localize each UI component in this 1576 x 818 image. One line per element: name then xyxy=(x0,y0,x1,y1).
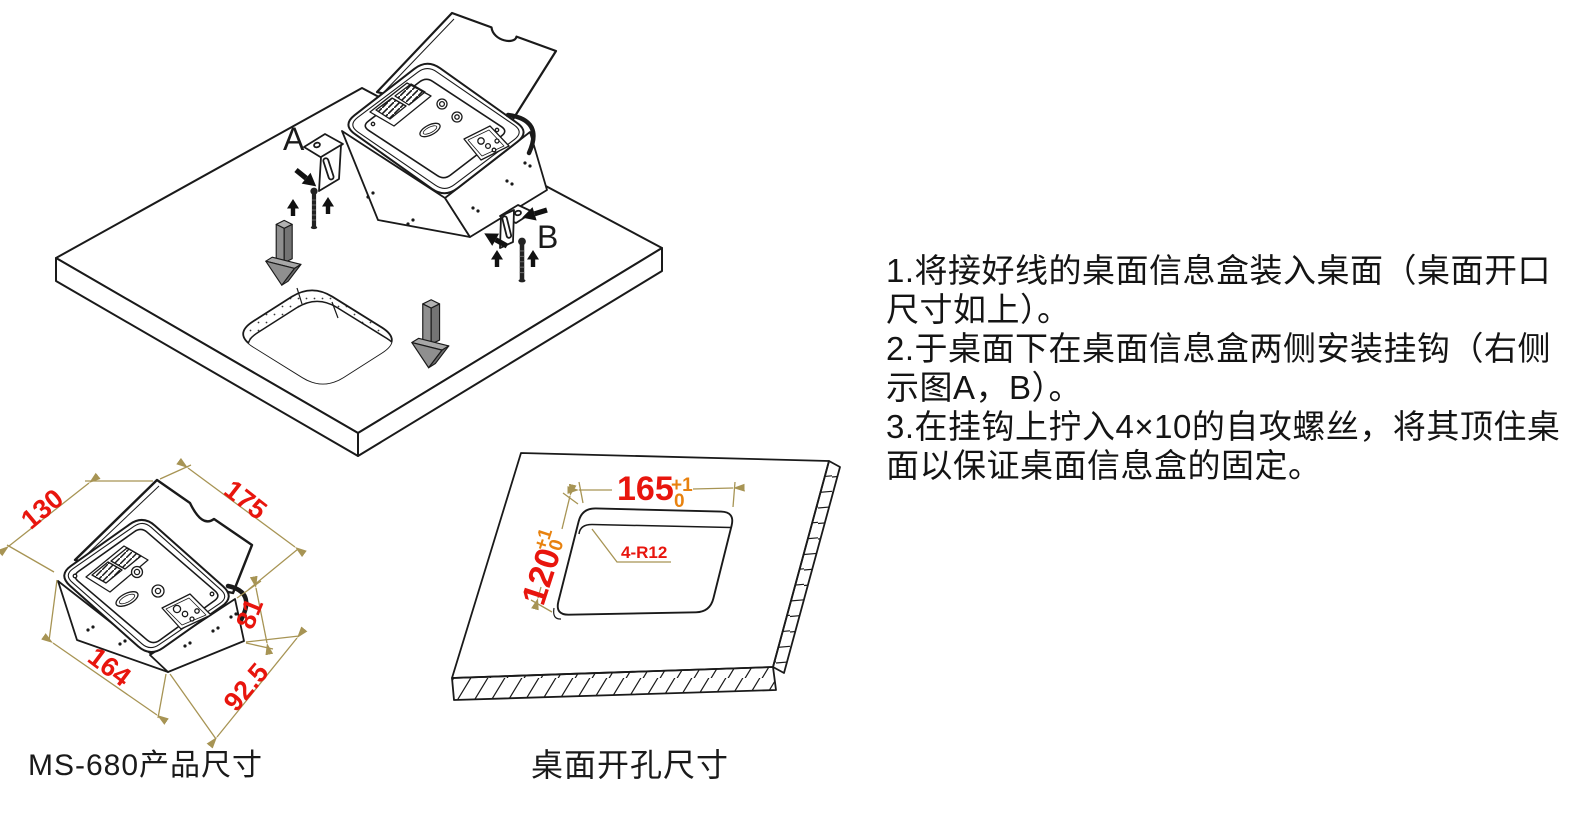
product-box xyxy=(57,478,254,673)
rj45-port-icon xyxy=(110,547,142,570)
radius-leader-line xyxy=(591,528,671,563)
desk-front-edge xyxy=(451,666,777,701)
info-box xyxy=(341,11,558,238)
dim-length: 165 xyxy=(617,470,674,508)
dim-lid-depth: 175 xyxy=(219,474,273,525)
instruction-line: 2.于桌面下在桌面信息盒两侧安装挂钩（右侧 xyxy=(886,330,1552,367)
vga-port-icon xyxy=(115,591,139,607)
vga-port-icon xyxy=(419,122,441,138)
product-drawing-caption: MS-680产品尺寸 xyxy=(28,749,264,782)
corner-radius-note: 4-R12 xyxy=(621,543,667,562)
dim-length-tol-upper: +1 xyxy=(671,475,693,496)
cutout-drawing-caption: 桌面开孔尺寸 xyxy=(531,747,730,783)
box-rim-inner xyxy=(352,68,520,189)
installation-diagram: A B xyxy=(55,11,663,457)
hook-label-a: A xyxy=(283,121,305,157)
box-rim-inner xyxy=(67,522,226,649)
desk-top-face xyxy=(55,87,663,434)
instruction-line: 3.在挂钩上拧入4×10的自攻螺丝，将其顶住桌 xyxy=(886,408,1561,445)
rj45-port-icon xyxy=(394,83,426,106)
dim-lid-width: 130 xyxy=(15,483,69,535)
rj45-port-icon xyxy=(91,561,123,584)
cutout-hole xyxy=(553,507,734,620)
screw-hole-dots xyxy=(366,161,532,226)
installation-instructions: 1.将接好线的桌面信息盒装入桌面（桌面开口 尺寸如上）。 2.于桌面下在桌面信息… xyxy=(886,251,1560,485)
hook-bracket-a xyxy=(303,133,344,192)
cutout-dimension-drawing: 165 +1 0 120 +1 0 4-R12 xyxy=(451,452,841,701)
instruction-line: 1.将接好线的桌面信息盒装入桌面（桌面开口 xyxy=(886,252,1552,289)
hook-label-b: B xyxy=(537,219,558,255)
instruction-line: 尺寸如上）。 xyxy=(886,291,1071,328)
rj45-port-icon xyxy=(375,97,407,120)
dimension-lines xyxy=(530,481,745,613)
power-socket-icon xyxy=(463,125,510,161)
dimension-lines xyxy=(0,457,308,749)
cutout-depth-edge xyxy=(578,523,732,535)
lid-hinge xyxy=(505,112,536,156)
lid-hinge xyxy=(225,583,249,623)
hook-bracket-b xyxy=(499,204,534,249)
desk-right-edge xyxy=(772,460,841,674)
instruction-line: 示图A，B）。 xyxy=(886,369,1083,406)
dim-base-depth: 92.5 xyxy=(218,657,275,717)
product-dimension-drawing: 130 175 164 92.5 81 xyxy=(0,457,308,749)
desk-right-edge xyxy=(357,247,663,457)
dim-length-tol-lower: 0 xyxy=(674,491,685,512)
instruction-line: 面以保证桌面信息盒的固定。 xyxy=(886,447,1322,484)
